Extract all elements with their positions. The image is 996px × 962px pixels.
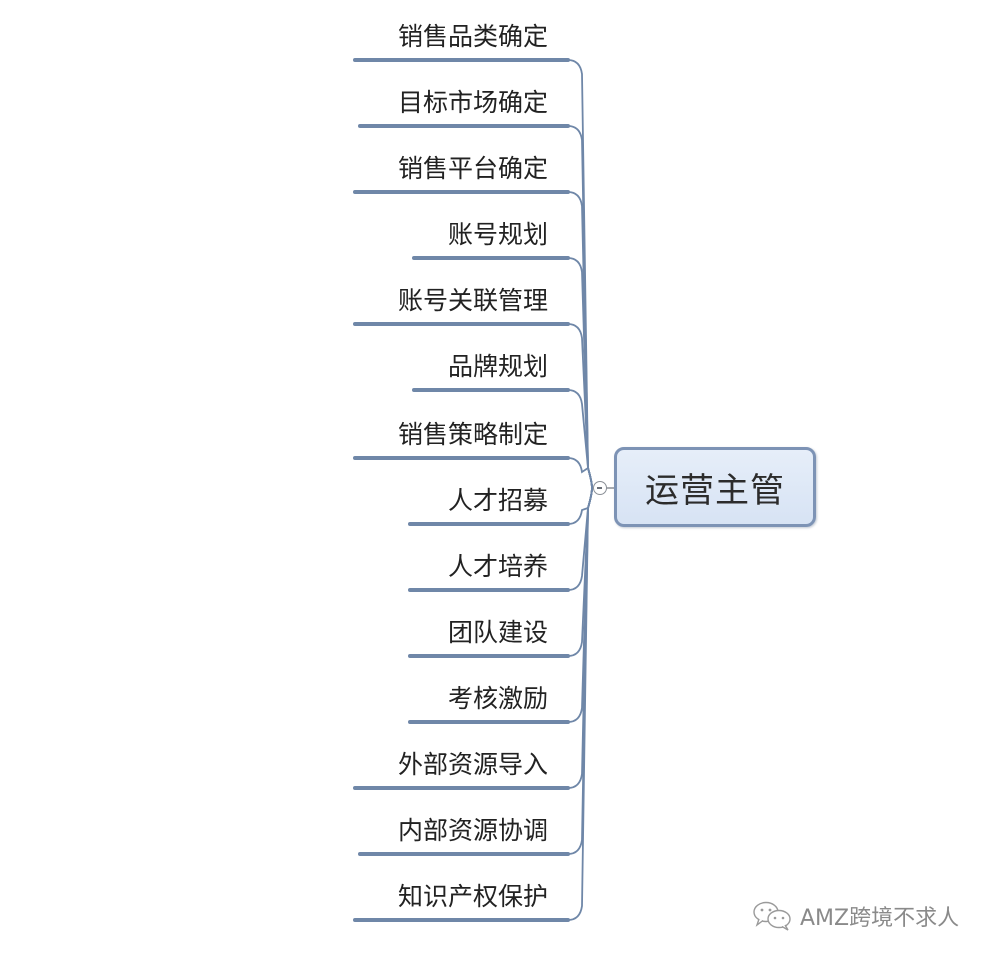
wechat-icon — [752, 900, 794, 932]
branch-node[interactable]: 人才培养 — [447, 552, 548, 581]
root-node[interactable]: 运营主管 — [614, 447, 816, 527]
watermark-text: AMZ跨境不求人 — [800, 906, 960, 931]
branch-node[interactable]: 考核激励 — [447, 684, 548, 713]
branch-node[interactable]: 账号规划 — [447, 220, 548, 249]
branch-curve — [567, 125, 593, 489]
collapse-toggle-icon[interactable] — [593, 481, 607, 495]
branch-curve — [567, 487, 593, 921]
branch-curve — [567, 457, 593, 489]
branch-node[interactable]: 外部资源导入 — [397, 750, 548, 779]
watermark: AMZ跨境不求人 — [752, 900, 959, 932]
branch-curve — [567, 487, 593, 855]
branch-node[interactable]: 品牌规划 — [447, 352, 548, 381]
branch-curve — [567, 59, 593, 489]
root-node-label: 运营主管 — [645, 470, 785, 511]
branch-node[interactable]: 知识产权保护 — [397, 882, 548, 911]
branch-node[interactable]: 账号关联管理 — [397, 286, 548, 315]
branch-node[interactable]: 内部资源协调 — [397, 816, 548, 845]
branch-node[interactable]: 销售策略制定 — [397, 420, 548, 449]
branch-curve — [567, 257, 593, 489]
branch-node[interactable]: 人才招募 — [447, 486, 548, 515]
branch-node[interactable]: 销售品类确定 — [397, 22, 548, 51]
branch-node[interactable]: 目标市场确定 — [397, 88, 548, 117]
branch-node[interactable]: 团队建设 — [447, 618, 548, 647]
branch-node[interactable]: 销售平台确定 — [397, 154, 548, 183]
